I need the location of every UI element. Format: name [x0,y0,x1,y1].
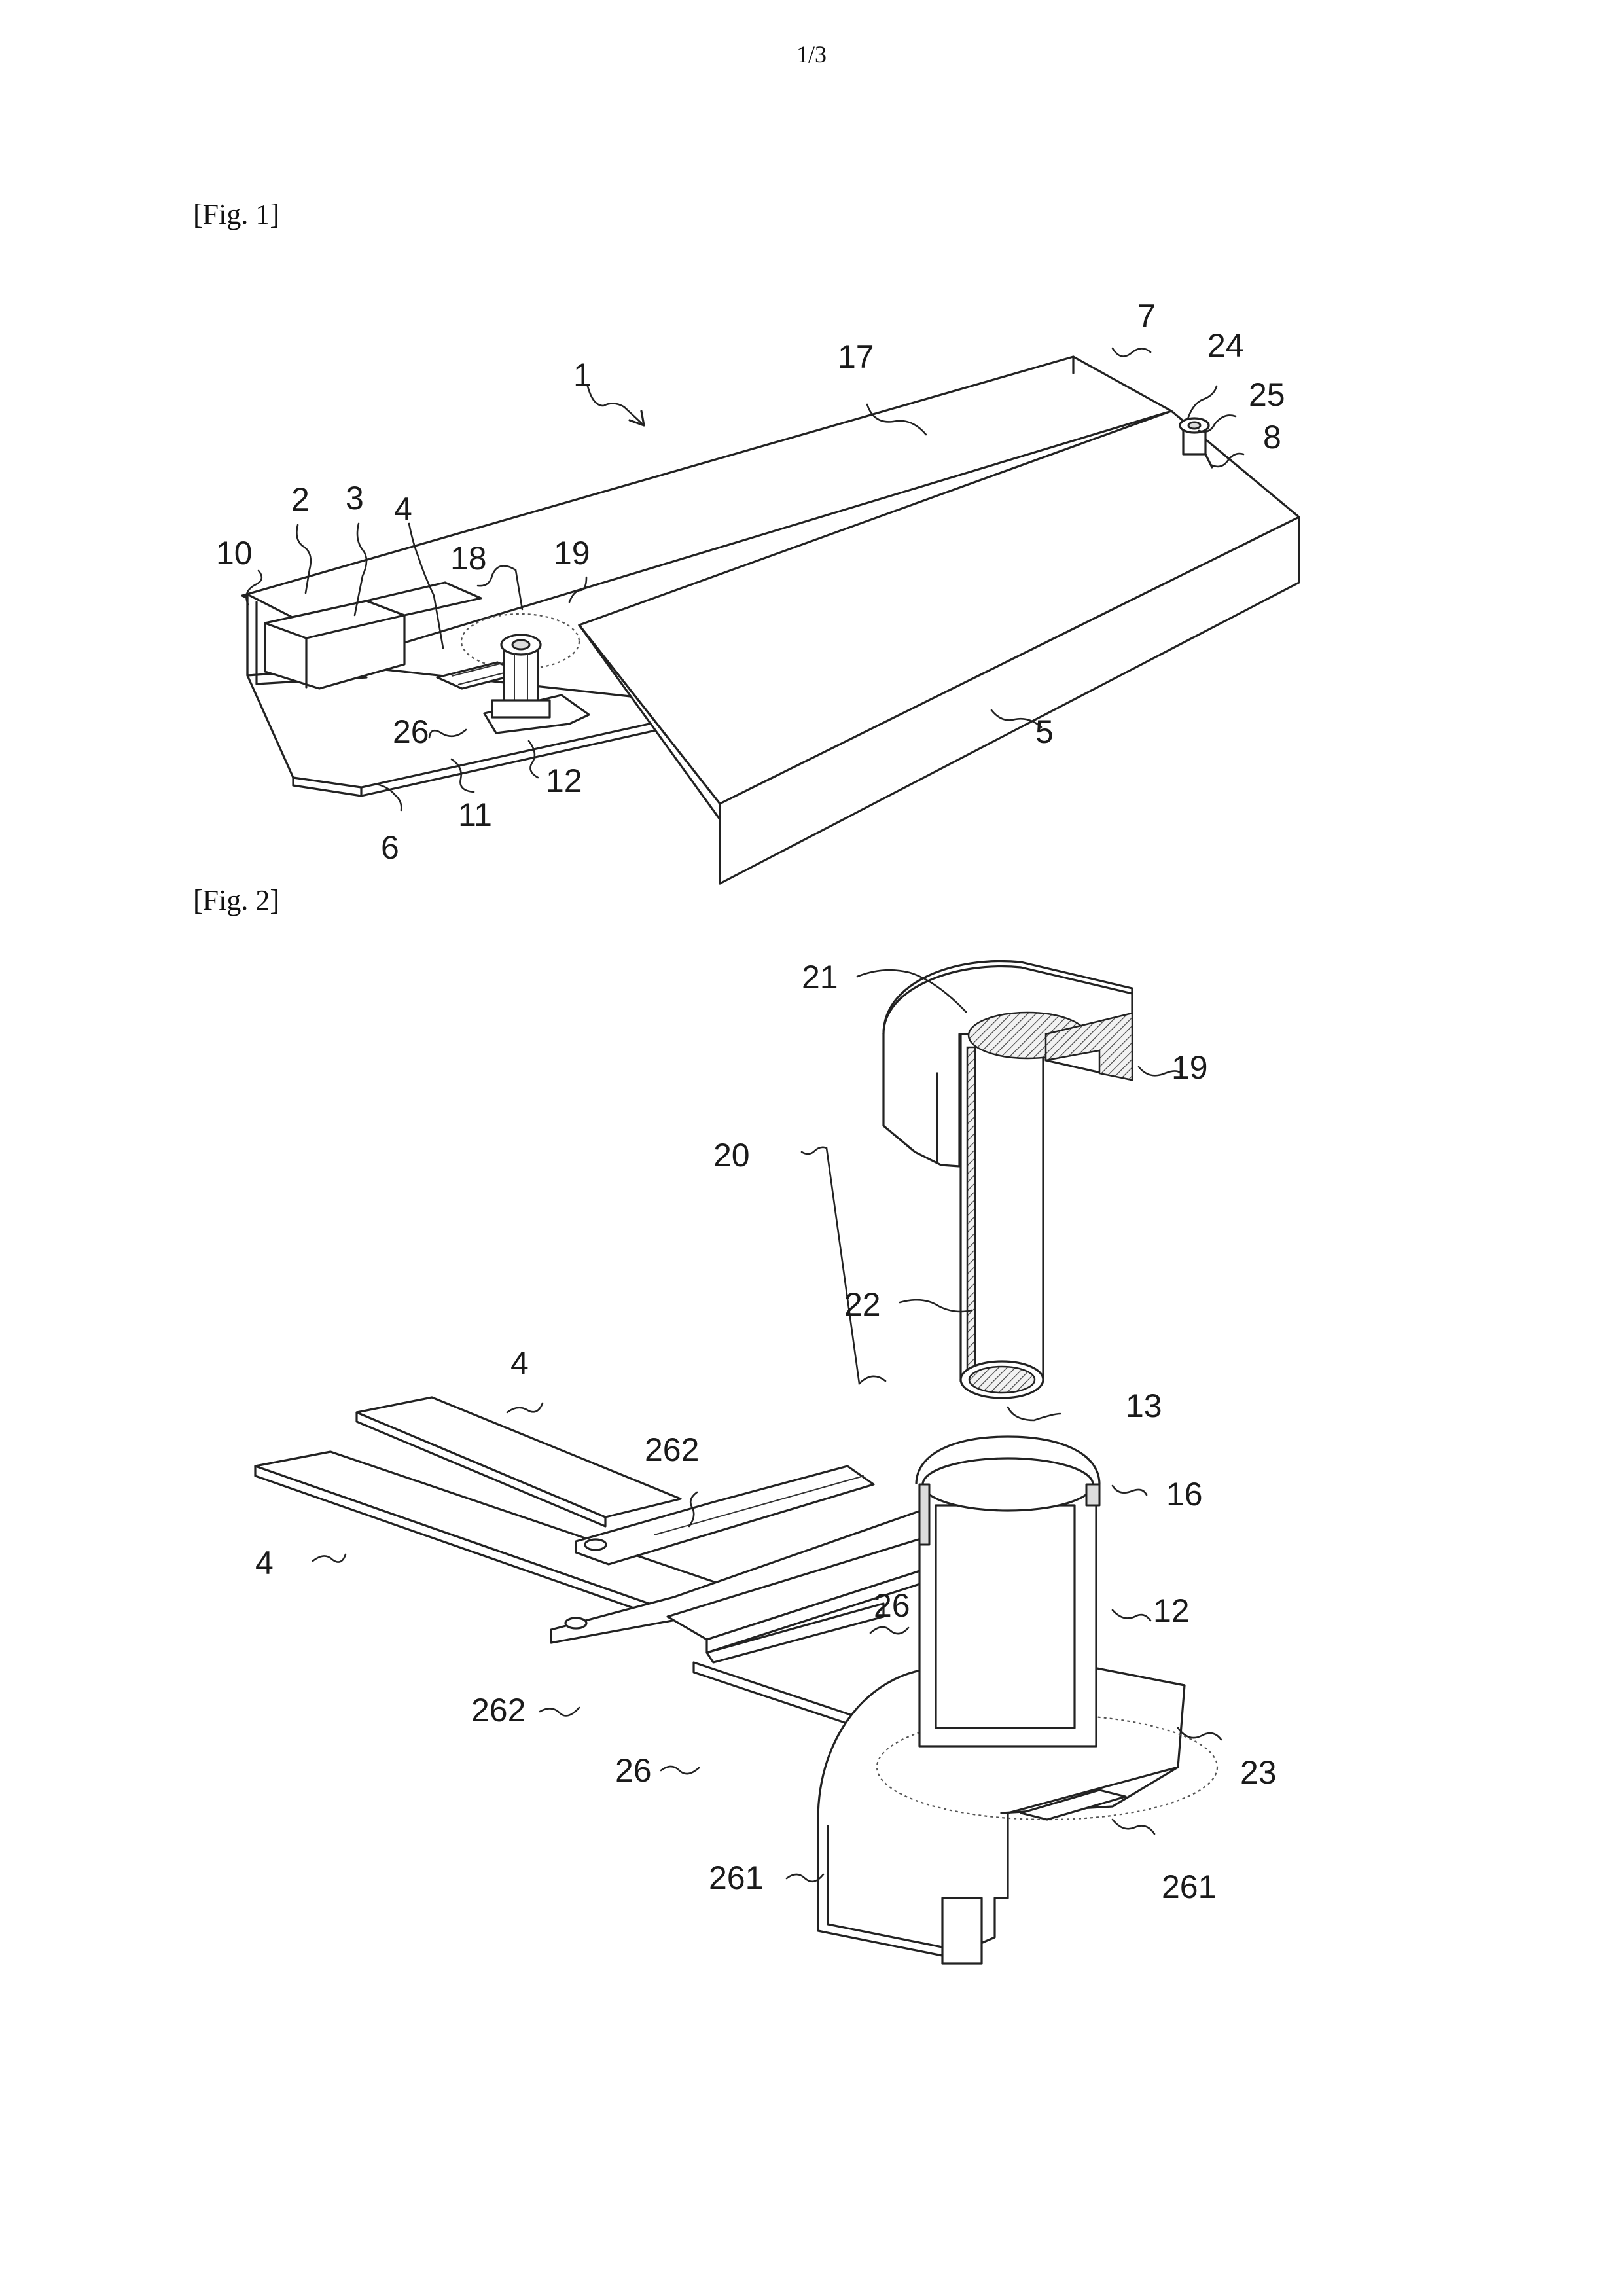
ref-label: 25 [1249,376,1285,413]
ref-label: 4 [255,1545,274,1581]
ref-label: 6 [381,829,399,866]
ref-label: 11 [458,797,492,833]
ref-label: 7 [1137,298,1156,334]
ref-label: 21 [802,959,838,996]
ref-label: 1 [573,357,592,393]
ref-label: 4 [510,1345,529,1382]
ref-label: 3 [346,480,364,516]
figure-2-drawing: 21 19 20 22 13 16 4 262 4 26 12 262 26 2… [255,959,1277,1964]
ref-label: 26 [393,713,429,750]
ref-label: 26 [874,1587,910,1624]
ref-label: 20 [713,1137,750,1174]
ref-label: 2 [291,481,310,518]
ref-label: 261 [1162,1869,1216,1905]
ref-label: 24 [1207,327,1244,364]
figure-1-drawing: 1 2 3 4 5 6 7 8 10 11 12 17 18 19 24 25 … [216,298,1299,884]
ref-label: 262 [471,1692,526,1729]
ref-label: 8 [1263,419,1281,456]
ref-label: 16 [1166,1476,1203,1513]
receiver-tube-12 [916,1437,1099,1746]
ref-label: 10 [216,535,253,571]
pin-20 [883,961,1132,1398]
ref-label: 12 [1153,1592,1190,1629]
ref-label: 261 [709,1859,763,1896]
ref-label: 23 [1240,1754,1277,1791]
ref-label: 4 [394,491,412,528]
ref-label: 18 [450,540,487,577]
ref-label: 26 [615,1752,652,1789]
ref-label: 22 [844,1286,881,1323]
ref-label: 262 [645,1431,699,1468]
ref-label: 12 [546,762,582,799]
ref-label: 17 [838,338,874,375]
ref-label: 19 [1171,1049,1208,1086]
ref-label: 5 [1035,713,1054,750]
ref-label: 19 [554,535,590,571]
ref-label: 13 [1126,1388,1162,1424]
